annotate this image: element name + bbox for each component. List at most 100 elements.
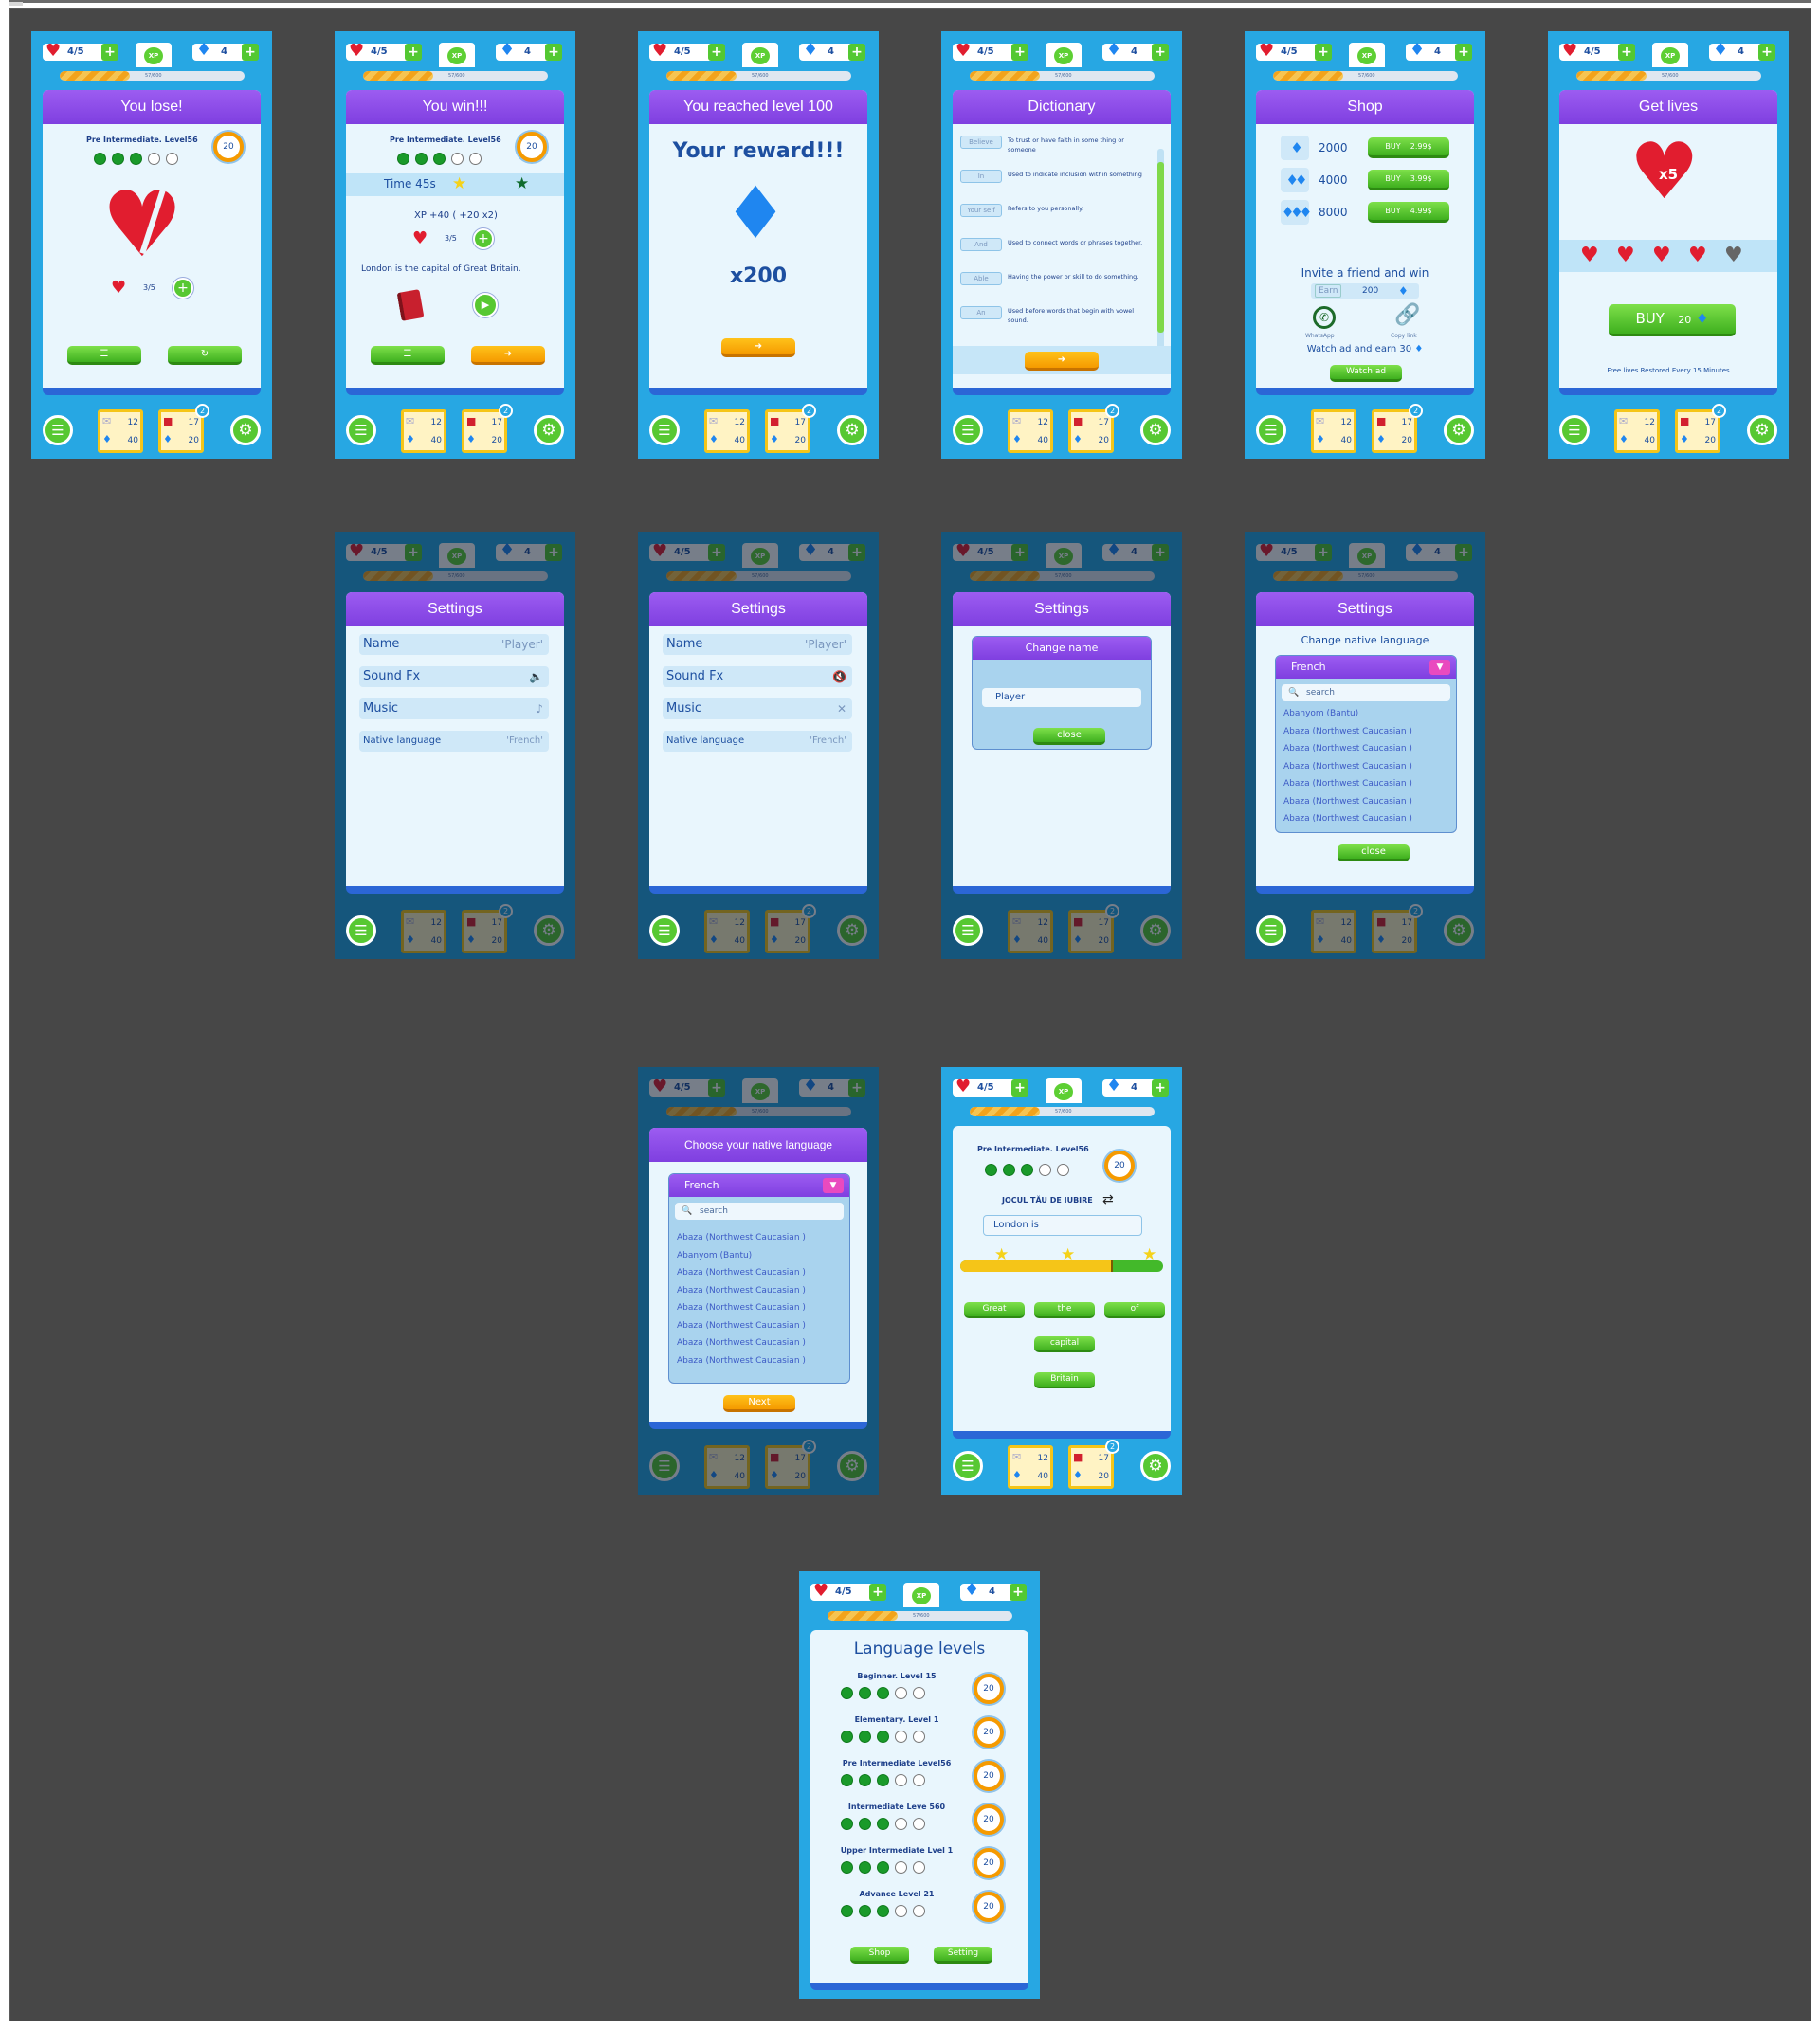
language-option[interactable]: Abaza (Northwest Caucasian ) xyxy=(677,1320,806,1331)
hints-card[interactable]: ✉12♦40 xyxy=(704,910,750,953)
setting-language-row[interactable]: Native language'French' xyxy=(359,731,549,752)
next-button[interactable]: ➜ xyxy=(1025,352,1099,371)
setting-name-row[interactable]: Name'Player' xyxy=(663,634,852,655)
add-lives-button[interactable]: + xyxy=(173,278,193,299)
menu-button[interactable]: ☰ xyxy=(953,915,983,946)
add-gems-button[interactable]: + xyxy=(848,44,865,61)
hints-card[interactable]: ✉12♦40 xyxy=(1008,1445,1053,1489)
language-option[interactable]: Abaza (Northwest Caucasian ) xyxy=(1283,744,1412,753)
menu-button[interactable]: ☰ xyxy=(67,346,141,365)
play-audio-button[interactable]: ▶ xyxy=(473,293,498,317)
language-option[interactable]: Abaza (Northwest Caucasian ) xyxy=(677,1285,806,1296)
settings-gear-button[interactable]: ⚙ xyxy=(837,415,867,445)
menu-button[interactable]: ☰ xyxy=(43,415,73,445)
setting-name-row[interactable]: Name'Player' xyxy=(359,634,549,655)
hints-card[interactable]: ✉12♦40 xyxy=(98,409,143,453)
add-gems-button[interactable]: + xyxy=(1152,544,1169,561)
add-gems-button[interactable]: + xyxy=(242,44,259,61)
add-gems-button[interactable]: + xyxy=(545,44,562,61)
xp-button[interactable]: XP xyxy=(1046,1078,1082,1103)
hints-card[interactable]: ✉12♦40 xyxy=(704,1445,750,1489)
menu-button[interactable]: ☰ xyxy=(649,415,680,445)
add-lives-button[interactable]: + xyxy=(1011,1079,1028,1097)
xp-button[interactable]: XP xyxy=(136,43,172,67)
word-chip[interactable]: the xyxy=(1034,1302,1095,1318)
setting-language-row[interactable]: Native language'French' xyxy=(663,731,852,752)
menu-button[interactable]: ☰ xyxy=(953,415,983,445)
add-lives-button[interactable]: + xyxy=(1315,544,1332,561)
language-option[interactable]: Abaza (Northwest Caucasian ) xyxy=(1283,796,1412,807)
language-search-input[interactable]: 🔍search xyxy=(1282,684,1450,701)
add-gems-button[interactable]: + xyxy=(1758,44,1775,61)
add-lives-button[interactable]: + xyxy=(405,44,422,61)
xp-button[interactable]: XP xyxy=(1349,43,1385,67)
xp-button[interactable]: XP xyxy=(439,543,475,568)
close-button[interactable]: close xyxy=(1033,728,1105,745)
buy-lives-button[interactable]: BUY 20 ♦ xyxy=(1609,304,1736,336)
menu-button[interactable]: ☰ xyxy=(1256,915,1286,946)
language-option[interactable]: Abaza (Northwest Caucasian ) xyxy=(1283,761,1412,771)
menu-button[interactable]: ☰ xyxy=(1559,415,1590,445)
add-lives-button[interactable]: + xyxy=(708,44,725,61)
language-option[interactable]: Abaza (Northwest Caucasian ) xyxy=(677,1355,806,1366)
setting-sound-row[interactable]: Sound Fx🔈 xyxy=(359,666,549,687)
setting-music-row[interactable]: Music♪ xyxy=(359,698,549,719)
settings-gear-button[interactable]: ⚙ xyxy=(1140,915,1171,946)
add-lives-button[interactable]: + xyxy=(473,228,494,249)
add-gems-button[interactable]: + xyxy=(848,1079,865,1097)
buy-button[interactable]: BUY 3.99$ xyxy=(1368,170,1449,190)
add-lives-button[interactable]: + xyxy=(405,544,422,561)
add-gems-button[interactable]: + xyxy=(545,544,562,561)
language-option[interactable]: Abaza (Northwest Caucasian ) xyxy=(1283,814,1412,824)
add-gems-button[interactable]: + xyxy=(848,544,865,561)
next-button[interactable]: ➜ xyxy=(721,338,795,357)
close-button[interactable]: close xyxy=(1338,844,1410,861)
xp-button[interactable]: XP xyxy=(439,43,475,67)
hints-card[interactable]: ✉12♦40 xyxy=(1311,910,1356,953)
xp-button[interactable]: XP xyxy=(742,543,778,568)
settings-gear-button[interactable]: ⚙ xyxy=(534,415,564,445)
add-lives-button[interactable]: + xyxy=(869,1584,886,1601)
whatsapp-icon[interactable]: ✆ xyxy=(1313,306,1336,329)
retry-button[interactable]: ↻ xyxy=(168,346,242,365)
menu-button[interactable]: ☰ xyxy=(953,1451,983,1481)
xp-button[interactable]: XP xyxy=(1046,43,1082,67)
menu-button[interactable]: ☰ xyxy=(346,915,376,946)
xp-button[interactable]: XP xyxy=(903,1583,939,1607)
settings-gear-button[interactable]: ⚙ xyxy=(230,415,261,445)
menu-button[interactable]: ☰ xyxy=(649,915,680,946)
language-option[interactable]: Abaza (Northwest Caucasian ) xyxy=(677,1338,806,1348)
settings-gear-button[interactable]: ⚙ xyxy=(1747,415,1777,445)
language-dropdown[interactable]: French▼ 🔍search Abaza (Northwest Caucasi… xyxy=(668,1173,850,1384)
language-option[interactable]: Abanyom (Bantu) xyxy=(1283,709,1359,718)
add-gems-button[interactable]: + xyxy=(1455,44,1472,61)
add-lives-button[interactable]: + xyxy=(1315,44,1332,61)
language-search-input[interactable]: 🔍search xyxy=(675,1203,844,1220)
menu-button[interactable]: ☰ xyxy=(346,415,376,445)
next-button[interactable]: Next xyxy=(723,1395,795,1412)
buy-button[interactable]: BUY 2.99$ xyxy=(1368,137,1449,158)
language-option[interactable]: Abanyom (Bantu) xyxy=(677,1250,753,1260)
setting-sound-row[interactable]: Sound Fx🔇 xyxy=(663,666,852,687)
language-option[interactable]: Abaza (Northwest Caucasian ) xyxy=(677,1303,806,1313)
language-dropdown[interactable]: French▼ 🔍search Abanyom (Bantu)Abaza (No… xyxy=(1275,655,1457,833)
word-chip[interactable]: Great xyxy=(964,1302,1025,1318)
settings-gear-button[interactable]: ⚙ xyxy=(1140,415,1171,445)
xp-button[interactable]: XP xyxy=(742,1078,778,1103)
menu-button[interactable]: ☰ xyxy=(1256,415,1286,445)
